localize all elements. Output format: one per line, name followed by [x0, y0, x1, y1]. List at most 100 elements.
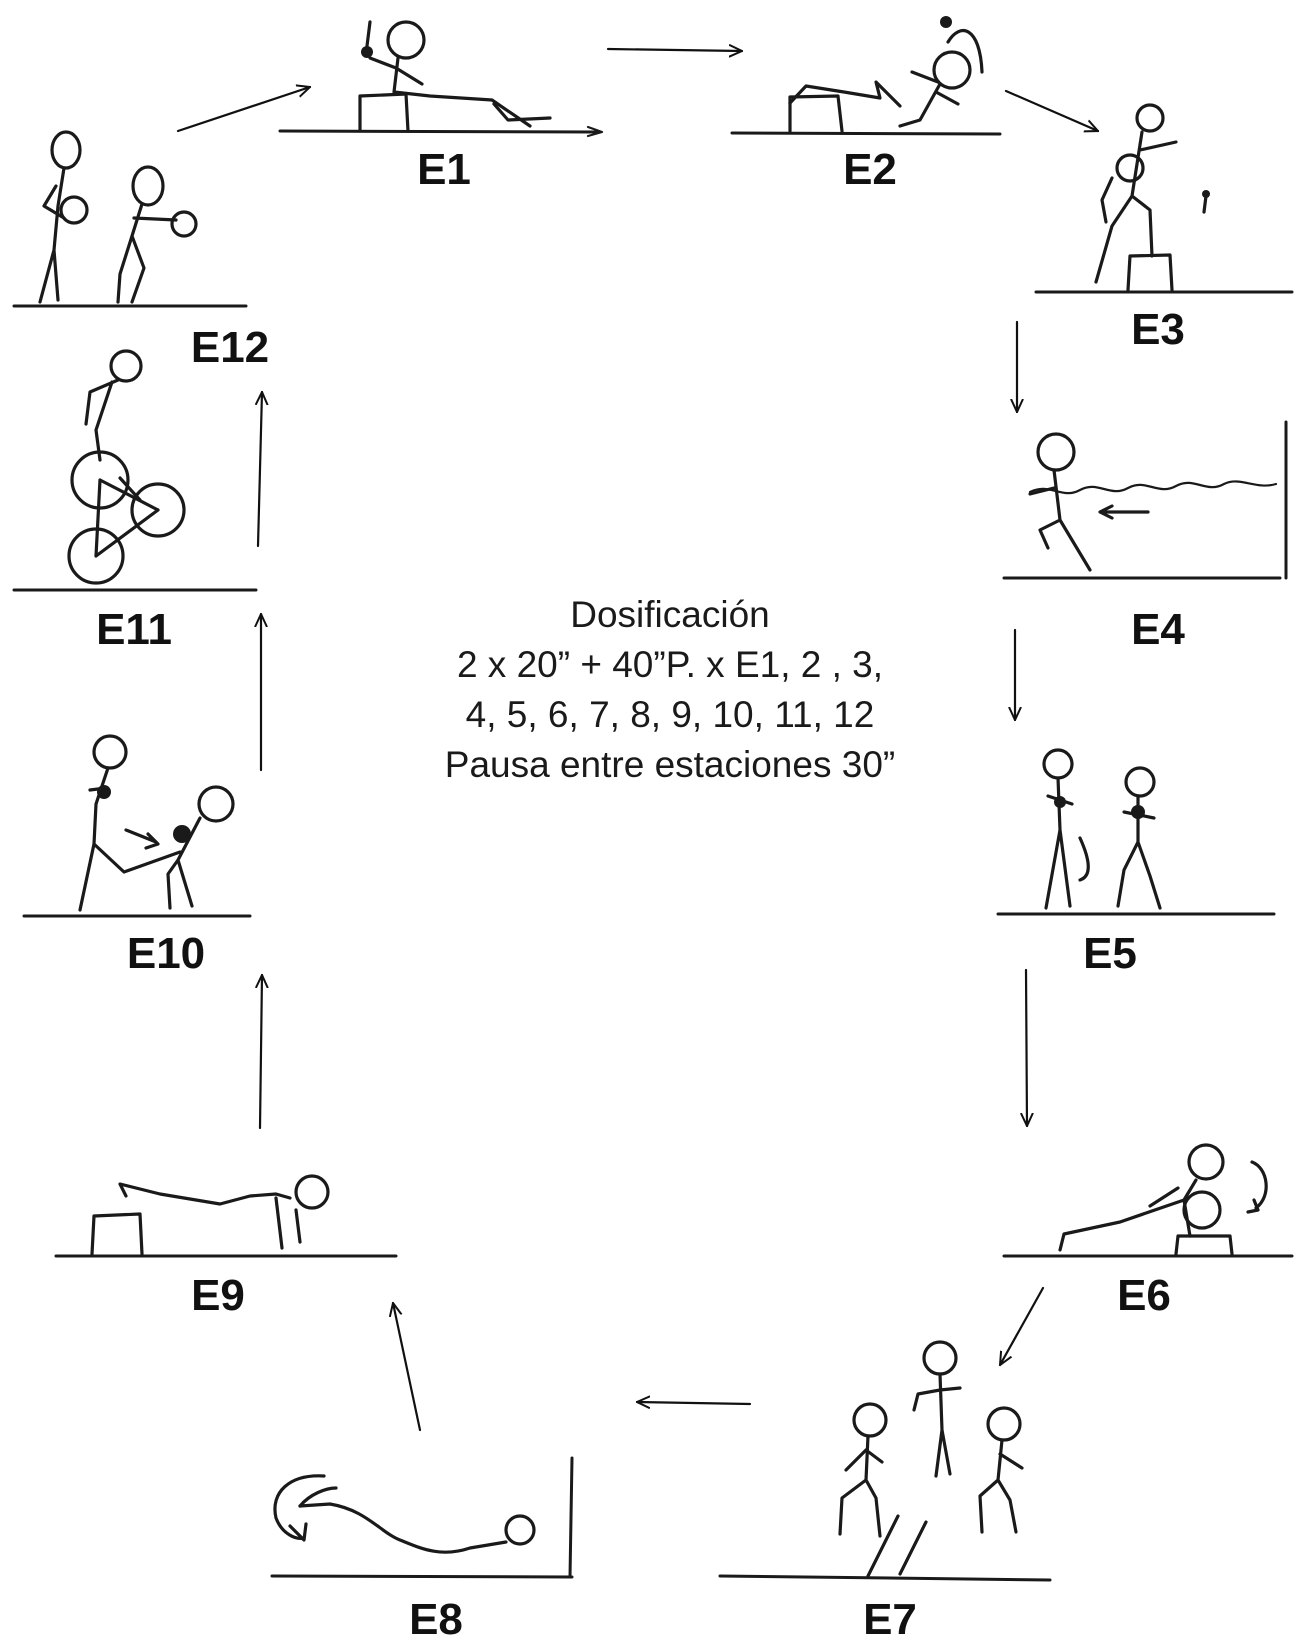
e12-head-a	[50, 130, 82, 170]
e12-ball-b	[170, 210, 198, 238]
e7-jump-lines	[866, 1514, 928, 1578]
dosage-line-1: 2 x 20” + 40”P. x E1, 2 , 3,	[456, 644, 884, 685]
station-e3-drawing	[1034, 103, 1294, 294]
e3-arrow-dot	[1202, 190, 1210, 198]
e4-direction-arrow	[1098, 504, 1150, 520]
e3-head-back	[1135, 103, 1165, 133]
e1-head	[386, 20, 426, 60]
e2-arms	[910, 70, 960, 106]
e6-head	[1187, 1143, 1225, 1181]
e1-box	[358, 92, 410, 133]
station-e11-drawing	[12, 349, 258, 592]
dosage-title: Dosificación	[570, 594, 770, 635]
e10-throw-arrow	[124, 828, 160, 850]
dosage-line-2: 4, 5, 6, 7, 8, 9, 10, 11, 12	[465, 694, 875, 735]
e10-body-b	[166, 816, 202, 910]
e11-head	[109, 349, 143, 383]
e8-legs	[298, 1486, 338, 1508]
e1-arms	[368, 56, 424, 86]
e2-head	[932, 50, 972, 90]
e9-box	[90, 1212, 144, 1256]
station-e7-drawing	[718, 1340, 1052, 1582]
e2-legs	[788, 80, 902, 108]
station-label-e4: E4	[1131, 605, 1185, 654]
e9-head	[294, 1174, 330, 1210]
arrow-e7-to-e8	[637, 1402, 752, 1404]
e1-floor-line	[278, 129, 602, 134]
station-label-e6: E6	[1117, 1271, 1171, 1320]
arrow-e6-to-e7	[1000, 1286, 1045, 1365]
e4-body	[1028, 468, 1092, 572]
e3-box	[1126, 253, 1174, 292]
e5-ball-b	[1131, 805, 1145, 819]
e7-floor-line	[718, 1574, 1052, 1582]
e4-head	[1036, 432, 1076, 472]
e2-motion-curve	[946, 29, 984, 74]
e1-leg2	[492, 102, 552, 122]
e11-frame	[94, 476, 160, 558]
e12-body-b	[116, 202, 178, 304]
e1-body	[392, 56, 532, 128]
dosage-line-3: Pausa entre estaciones 30”	[444, 744, 896, 785]
e1-floor-arrowhead	[586, 125, 604, 138]
flow-arrows	[176, 49, 1098, 1432]
e7-body-mid	[912, 1372, 962, 1478]
e6-box	[1174, 1234, 1234, 1256]
e12-head-b	[131, 165, 165, 207]
station-e8-drawing	[270, 1456, 574, 1579]
e12-body-a	[38, 166, 66, 304]
station-label-e3: E3	[1131, 305, 1185, 354]
e8-rotation-arrow	[273, 1474, 326, 1542]
e10-ball-b	[173, 825, 191, 843]
dosage-text-block: Dosificación 2 x 20” + 40”P. x E1, 2 , 3…	[370, 590, 970, 790]
e3-step-arrow	[1202, 194, 1208, 214]
e8-floor-line	[270, 1574, 574, 1579]
station-e6-drawing	[1002, 1143, 1294, 1258]
arrow-e8-to-e9	[393, 1303, 422, 1432]
e10-head-b	[197, 785, 235, 823]
e2-torso	[898, 82, 942, 128]
station-label-e11: E11	[96, 605, 172, 654]
station-e10-drawing	[22, 734, 252, 918]
e5-bounce-arrow	[1078, 836, 1090, 882]
station-label-e12: E12	[190, 323, 270, 372]
e5-head-a	[1042, 748, 1074, 780]
e8-wall	[568, 1456, 574, 1579]
station-e12-drawing	[12, 130, 248, 308]
arrow-e2-to-e3	[1004, 89, 1098, 131]
station-label-e7: E7	[863, 1595, 917, 1644]
e8-head	[504, 1514, 536, 1546]
station-e5-drawing	[996, 748, 1276, 916]
e2-box	[788, 94, 844, 133]
station-e1-drawing	[278, 20, 604, 138]
station-label-e10: E10	[126, 929, 206, 978]
e11-wheel-right	[130, 482, 186, 538]
e7-head-mid	[922, 1340, 958, 1376]
e7-head-right	[986, 1406, 1022, 1442]
station-label-e5: E5	[1083, 929, 1137, 978]
station-e9-drawing	[54, 1174, 398, 1258]
e5-head-b	[1124, 766, 1156, 798]
e11-upper-body	[84, 378, 120, 462]
station-e2-drawing	[730, 16, 1002, 136]
arrow-e5-to-e6	[1026, 968, 1027, 1128]
arrow-e11-to-e12	[258, 392, 262, 548]
e7-head-left	[852, 1402, 888, 1438]
e7-body-right	[978, 1438, 1024, 1534]
e7-body-left	[838, 1434, 884, 1538]
e3-bodies	[1094, 130, 1178, 284]
arrow-e1-to-e2	[606, 49, 742, 51]
station-label-e1: E1	[417, 145, 471, 194]
station-e4-drawing	[1002, 420, 1288, 580]
e2-ball	[940, 16, 952, 28]
e6-body	[1058, 1178, 1198, 1252]
e2-floor-line	[730, 131, 1002, 136]
e4-rope	[1028, 480, 1278, 495]
e5-ball-a	[1054, 796, 1066, 808]
arrow-e9-to-e10	[260, 973, 262, 1130]
e1-ball-stick	[365, 20, 372, 48]
e9-body	[118, 1182, 302, 1250]
e12-ball-a	[59, 195, 89, 225]
e1-ball	[361, 46, 373, 58]
